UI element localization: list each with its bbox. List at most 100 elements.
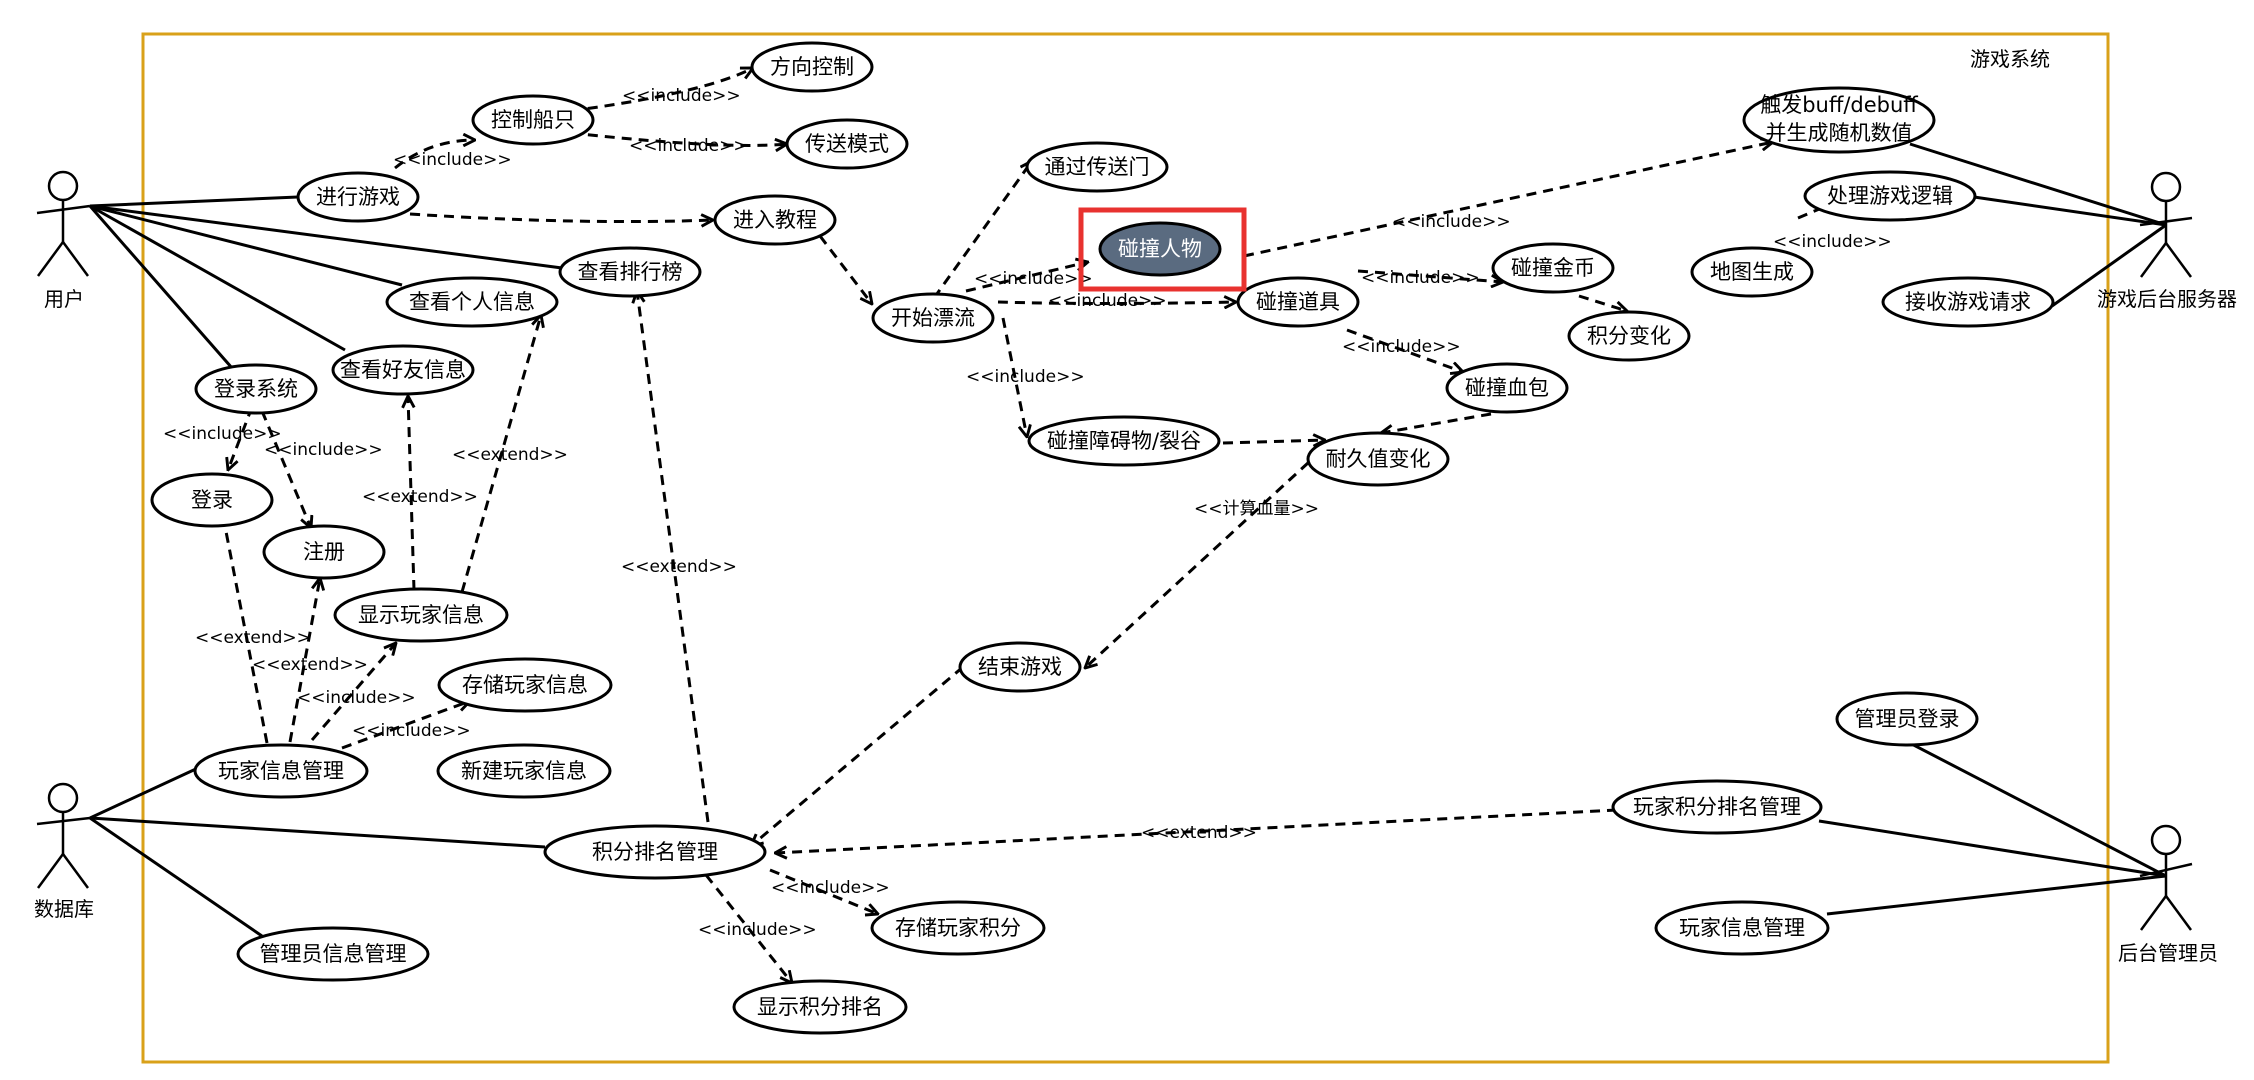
usecase-label: 显示玩家信息 — [358, 603, 484, 627]
actor-database[interactable] — [36, 782, 91, 889]
usecase-label: 结束游戏 — [978, 655, 1062, 679]
usecase-label: 触发buff/debuff — [1760, 93, 1918, 117]
usecase-label: 控制船只 — [491, 108, 575, 132]
stereotype-label: <<include>> — [771, 878, 890, 898]
actor-server[interactable] — [2139, 171, 2193, 278]
usecase-hit-item[interactable]: 碰撞道具 — [1236, 276, 1360, 328]
usecase-map-generation[interactable]: 地图生成 — [1690, 246, 1814, 298]
usecase-view-ranking[interactable]: 查看排行榜 — [558, 246, 702, 298]
actor-label-user: 用户 — [44, 287, 84, 311]
usecase-teleport-mode[interactable]: 传送模式 — [785, 118, 909, 170]
stereotype-label: <<extend>> — [621, 557, 737, 577]
stereotype-label: <<计算血量>> — [1194, 499, 1319, 519]
usecase-score-change[interactable]: 积分变化 — [1567, 310, 1691, 362]
system-boundary — [141, 32, 2110, 1064]
usecase-new-player-info[interactable]: 新建玩家信息 — [436, 743, 612, 799]
stereotype-label: <<include>> — [1773, 232, 1892, 252]
usecase-label: 开始漂流 — [891, 306, 975, 330]
stereotype-label: <<include>> — [966, 367, 1085, 387]
stereotype-label: <<include>> — [1048, 291, 1167, 311]
usecase-score-ranking-manage[interactable]: 积分排名管理 — [543, 824, 767, 880]
stereotype-label: <<include>> — [622, 86, 741, 106]
usecase-label: 登录 — [191, 488, 233, 512]
usecase-admin-login[interactable]: 管理员登录 — [1835, 691, 1979, 747]
associations — [88, 142, 2167, 938]
usecase-label: 查看好友信息 — [340, 358, 466, 382]
actor-label-database: 数据库 — [34, 897, 94, 921]
usecase-show-player-info[interactable]: 显示玩家信息 — [333, 587, 509, 643]
usecase-label: 存储玩家信息 — [462, 673, 588, 697]
usecase-login[interactable]: 登录 — [150, 472, 274, 528]
usecase-label: 进行游戏 — [316, 185, 400, 209]
usecase-label: 管理员登录 — [1855, 707, 1960, 731]
usecase-enter-tutorial[interactable]: 进入教程 — [713, 194, 837, 246]
usecase-label: 玩家信息管理 — [218, 759, 344, 783]
usecase-label: 接收游戏请求 — [1905, 290, 2031, 314]
usecase-label: 玩家信息管理 — [1679, 916, 1805, 940]
stereotype-label: <<extend>> — [252, 655, 368, 675]
usecase-control-ship[interactable]: 控制船只 — [471, 94, 595, 146]
usecase-hit-coin[interactable]: 碰撞金币 — [1491, 242, 1615, 294]
stereotype-label: <<include>> — [1342, 337, 1461, 357]
stereotype-label: <<extend>> — [195, 628, 311, 648]
usecase-pass-portal[interactable]: 通过传送门 — [1025, 141, 1169, 193]
usecase-label: 进入教程 — [733, 208, 817, 232]
usecase-store-player-info[interactable]: 存储玩家信息 — [437, 657, 613, 713]
actor-user[interactable] — [36, 170, 91, 277]
usecase-durability-change[interactable]: 耐久值变化 — [1306, 431, 1450, 487]
usecase-view-friend-info[interactable]: 查看好友信息 — [331, 344, 475, 396]
usecase-process-logic[interactable]: 处理游戏逻辑 — [1803, 170, 1977, 222]
actor-label-server: 游戏后台服务器 — [2097, 287, 2237, 311]
stereotype-label: <<include>> — [393, 150, 512, 170]
usecase-play-game[interactable]: 进行游戏 — [296, 171, 420, 223]
usecase-label: 碰撞障碍物/裂谷 — [1047, 429, 1201, 453]
usecase-view-personal-info[interactable]: 查看个人信息 — [385, 276, 559, 328]
usecase-label: 查看个人信息 — [409, 290, 535, 314]
usecase-receive-request[interactable]: 接收游戏请求 — [1881, 276, 2055, 328]
usecase-register[interactable]: 注册 — [262, 524, 386, 580]
highlight-box — [1078, 207, 1247, 292]
stereotype-label: <<extend>> — [362, 487, 478, 507]
usecase-label: 处理游戏逻辑 — [1827, 184, 1953, 208]
usecase-show-score-ranking[interactable]: 显示积分排名 — [732, 979, 908, 1035]
stereotype-label: <<include>> — [698, 920, 817, 940]
usecase-label: 并生成随机数值 — [1766, 121, 1913, 145]
usecase-hit-character-highlighted[interactable]: 碰撞人物 — [1078, 207, 1247, 292]
usecase-hit-obstacle[interactable]: 碰撞障碍物/裂谷 — [1027, 415, 1221, 467]
stereotype-label: <<extend>> — [1141, 823, 1257, 843]
usecase-label: 碰撞血包 — [1465, 376, 1549, 400]
usecase-label: 碰撞金币 — [1511, 256, 1595, 280]
usecase-label: 积分排名管理 — [592, 840, 718, 864]
usecase-store-player-score[interactable]: 存储玩家积分 — [870, 900, 1046, 956]
actor-label-admin: 后台管理员 — [2118, 941, 2218, 965]
stereotype-label: <<include>> — [1392, 212, 1511, 232]
usecase-label: 新建玩家信息 — [461, 759, 587, 783]
usecase-label: 方向控制 — [770, 55, 854, 79]
usecase-player-info-manage[interactable]: 玩家信息管理 — [193, 743, 369, 799]
stereotype-label: <<extend>> — [452, 445, 568, 465]
usecase-direction-control[interactable]: 方向控制 — [750, 41, 874, 93]
usecase-label: 显示积分排名 — [757, 995, 883, 1019]
usecase-trigger-buff[interactable]: 触发buff/debuff 并生成随机数值 — [1742, 86, 1936, 154]
usecase-hit-bloodpack[interactable]: 碰撞血包 — [1445, 362, 1569, 414]
usecase-start-drift[interactable]: 开始漂流 — [871, 292, 995, 344]
usecase-end-game[interactable]: 结束游戏 — [958, 641, 1082, 693]
actor-admin[interactable] — [2139, 824, 2193, 931]
usecase-label: 传送模式 — [805, 132, 889, 156]
stereotype-label: <<include>> — [974, 269, 1093, 289]
usecase-label: 登录系统 — [214, 377, 298, 401]
stereotype-label: <<include>> — [352, 721, 471, 741]
stereotype-label: <<include>> — [297, 688, 416, 708]
usecase-label: 管理员信息管理 — [260, 942, 407, 966]
usecase-label: 积分变化 — [1587, 324, 1671, 348]
stereotype-label: <<include>> — [163, 424, 282, 444]
usecase-admin-info-manage[interactable]: 管理员信息管理 — [236, 926, 430, 982]
stereotype-label: <<include>> — [629, 136, 748, 156]
usecase-player-score-ranking-manage[interactable]: 玩家积分排名管理 — [1611, 779, 1823, 835]
usecase-login-system[interactable]: 登录系统 — [194, 363, 318, 415]
usecase-label: 玩家积分排名管理 — [1633, 795, 1801, 819]
stereotype-label: <<include>> — [264, 440, 383, 460]
usecase-admin-player-info-manage[interactable]: 玩家信息管理 — [1654, 900, 1830, 956]
usecase-label: 通过传送门 — [1045, 155, 1150, 179]
